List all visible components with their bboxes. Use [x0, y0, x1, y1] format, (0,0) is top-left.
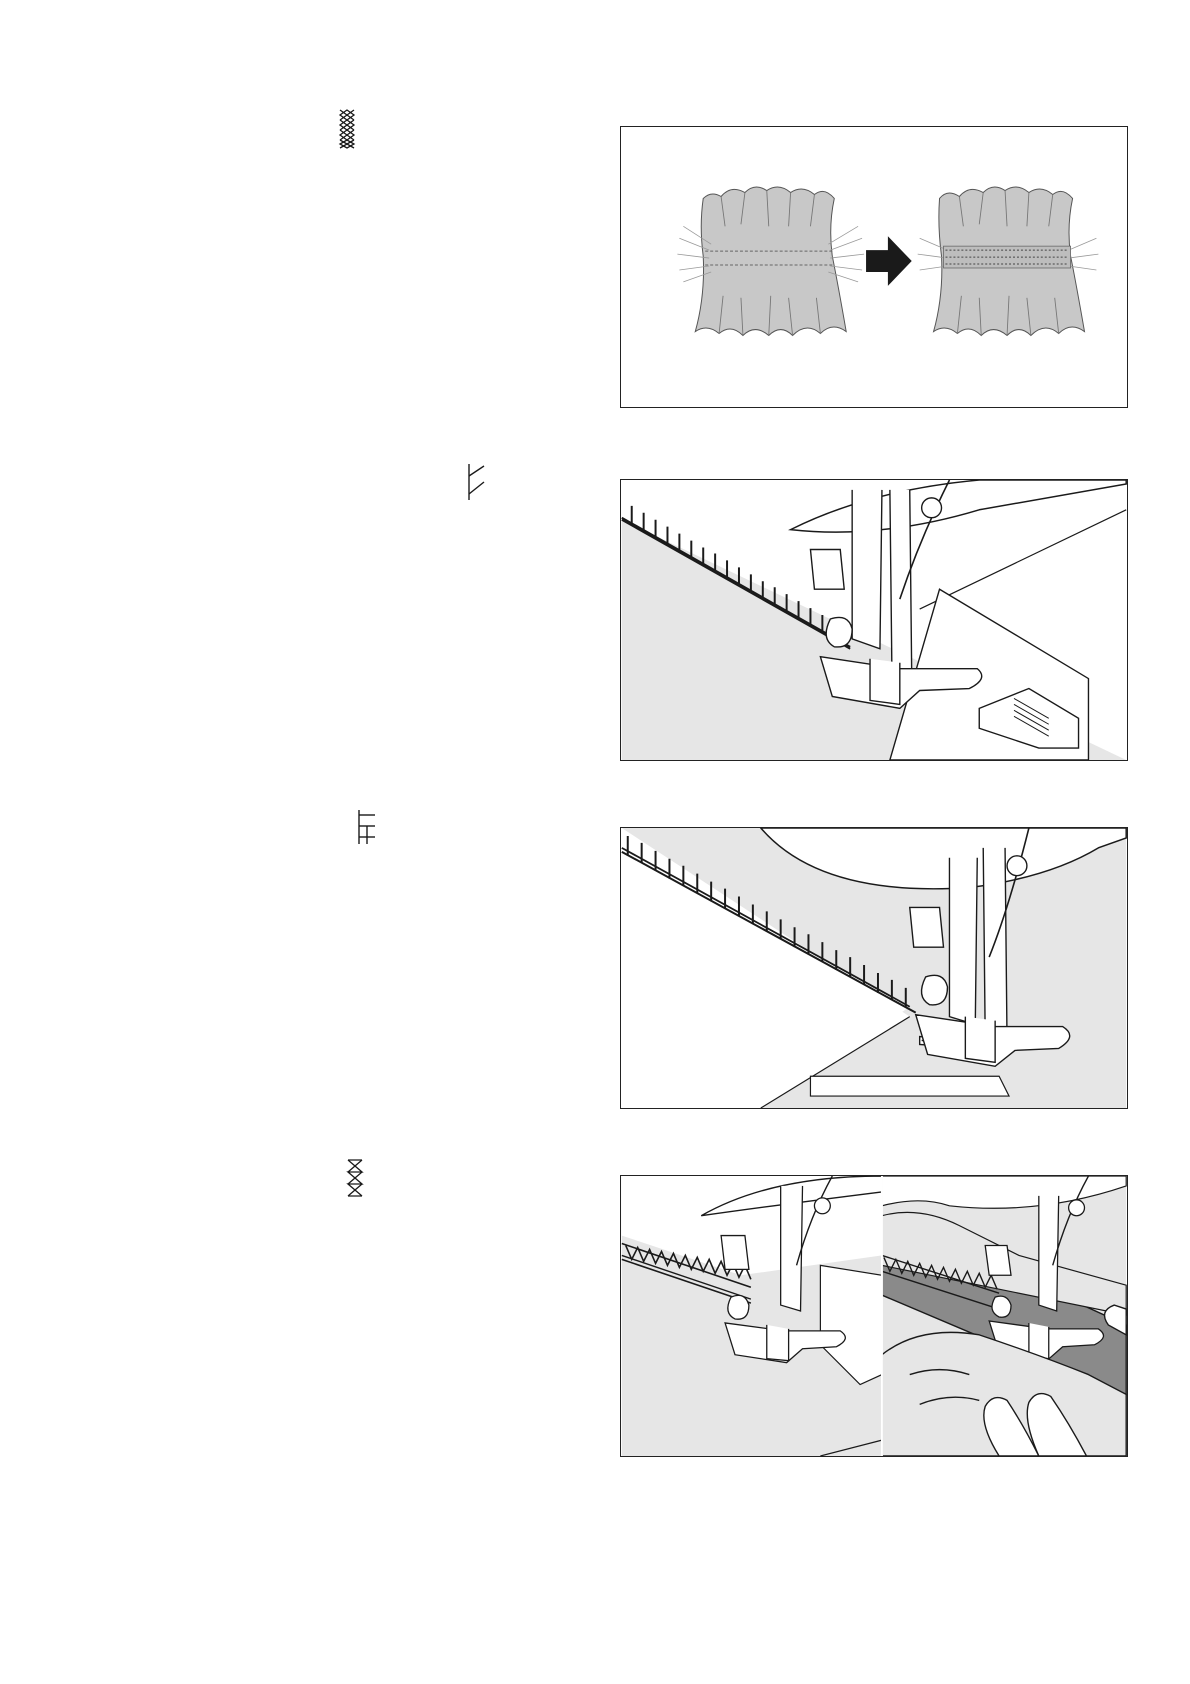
smocking-stitch-icon: [338, 108, 356, 150]
gathered-fabric-drawing: [621, 127, 1127, 407]
gathered-fabric-after: [918, 187, 1099, 335]
tape-sewing-right-view: [882, 1176, 1126, 1456]
blanket-stitch-sewing-drawing: [621, 480, 1127, 760]
tape-sewing-illustration: [620, 1175, 1128, 1457]
blanket-stitch-icon: [466, 462, 488, 502]
gathered-fabric-before: [677, 187, 864, 335]
gathered-fabric-illustration: [620, 126, 1128, 408]
comb-stitch-sewing-illustration: [620, 827, 1128, 1109]
comb-stitch-icon: [356, 808, 378, 846]
comb-stitch-sewing-drawing: [621, 828, 1127, 1108]
tape-sewing-left-view: [622, 1176, 882, 1456]
zigzag-triangle-stitch-icon: [346, 1158, 364, 1198]
blanket-stitch-sewing-illustration: [620, 479, 1128, 761]
tape-sewing-drawing: [621, 1176, 1127, 1456]
arrow-icon: [866, 236, 912, 286]
